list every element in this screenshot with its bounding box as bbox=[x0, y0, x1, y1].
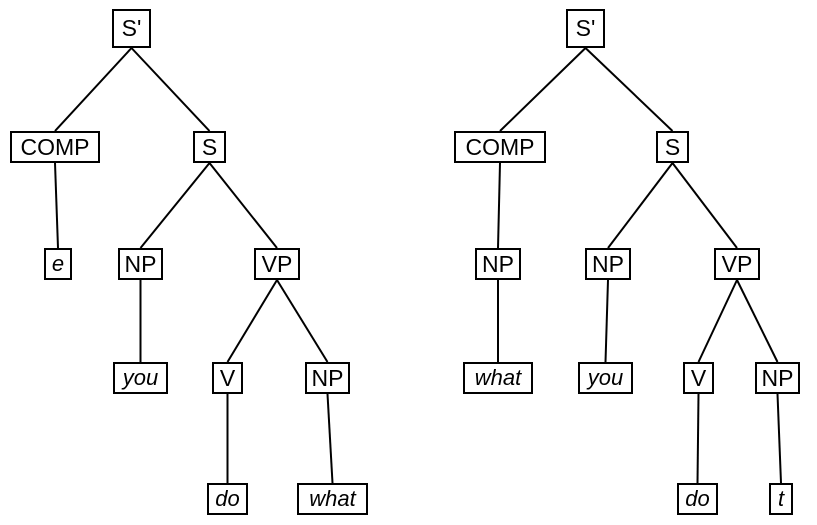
tree-edge-R-Sbar-to-R-S bbox=[584, 47, 674, 132]
tree-node-np: NP bbox=[118, 248, 163, 280]
tree-node-label: NP bbox=[761, 364, 794, 391]
tree-edge-R-COMP-to-R-NP0 bbox=[497, 162, 501, 249]
tree-node-s: S bbox=[193, 131, 226, 163]
tree-node-you: you bbox=[578, 362, 633, 394]
tree-node-e: e bbox=[44, 248, 72, 280]
tree-node-label: what bbox=[474, 365, 522, 390]
tree-node-label: S bbox=[201, 133, 218, 160]
tree-edge-L-Sbar-to-L-S bbox=[130, 47, 211, 132]
tree-edge-R-NP2-to-R-t bbox=[776, 393, 782, 484]
tree-node-label: COMP bbox=[20, 133, 90, 160]
tree-node-label: COMP bbox=[465, 133, 535, 160]
tree-edge-R-NP1-to-R-you bbox=[604, 279, 609, 363]
tree-node-np: NP bbox=[755, 362, 800, 394]
tree-node-label: do bbox=[685, 486, 710, 511]
tree-edge-L-Sbar-to-L-COMP bbox=[54, 47, 133, 132]
tree-node-label: do bbox=[215, 486, 240, 511]
tree-edge-L-S-to-L-NP1 bbox=[139, 162, 211, 249]
tree-node-do: do bbox=[677, 483, 718, 515]
tree-node-label: NP bbox=[124, 250, 157, 277]
tree-node-what: what bbox=[297, 483, 368, 515]
tree-node-np: NP bbox=[585, 248, 631, 280]
tree-edge-R-S-to-R-NP1 bbox=[607, 162, 674, 249]
tree-node-t: t bbox=[769, 483, 793, 515]
tree-node-np: NP bbox=[475, 248, 521, 280]
tree-node-label: you bbox=[122, 365, 159, 390]
tree-node-label: e bbox=[51, 251, 65, 276]
tree-edge-R-V-to-R-do bbox=[696, 393, 700, 484]
tree-node-sbar: S' bbox=[112, 9, 151, 48]
tree-node-you: you bbox=[113, 362, 168, 394]
tree-node-label: S' bbox=[575, 15, 596, 41]
tree-node-label: V bbox=[690, 364, 707, 391]
tree-edge-R-S-to-R-VP bbox=[671, 162, 738, 249]
tree-edge-L-VP-to-L-NP2 bbox=[276, 279, 329, 363]
tree-node-label: VP bbox=[721, 250, 753, 277]
tree-node-comp: COMP bbox=[454, 131, 546, 163]
tree-node-np: NP bbox=[305, 362, 350, 394]
tree-node-vp: VP bbox=[254, 248, 300, 280]
tree-edge-L-NP2-to-L-what bbox=[326, 393, 334, 484]
tree-node-v: V bbox=[212, 362, 243, 394]
tree-node-s: S bbox=[656, 131, 689, 163]
tree-node-label: you bbox=[587, 365, 624, 390]
tree-node-label: S bbox=[664, 133, 681, 160]
tree-node-label: what bbox=[309, 486, 356, 511]
tree-node-label: t bbox=[777, 486, 785, 511]
tree-node-label: V bbox=[219, 364, 236, 391]
tree-node-vp: VP bbox=[714, 248, 760, 280]
tree-node-label: NP bbox=[311, 364, 344, 391]
tree-edge-L-COMP-to-L-e bbox=[54, 162, 59, 249]
tree-edge-R-Sbar-to-R-COMP bbox=[499, 47, 587, 132]
tree-node-label: NP bbox=[592, 250, 624, 277]
tree-node-label: NP bbox=[482, 250, 514, 277]
tree-edge-L-VP-to-L-V bbox=[226, 279, 278, 363]
tree-node-label: S' bbox=[121, 15, 142, 41]
tree-edge-L-S-to-L-VP bbox=[208, 162, 278, 249]
tree-edge-R-VP-to-R-V bbox=[697, 279, 738, 363]
tree-node-what: what bbox=[463, 362, 533, 394]
tree-node-label: VP bbox=[261, 250, 293, 277]
tree-node-v: V bbox=[683, 362, 714, 394]
tree-node-sbar: S' bbox=[566, 9, 605, 48]
tree-edge-R-VP-to-R-NP2 bbox=[736, 279, 779, 363]
tree-node-comp: COMP bbox=[10, 131, 100, 163]
tree-node-do: do bbox=[207, 483, 248, 515]
